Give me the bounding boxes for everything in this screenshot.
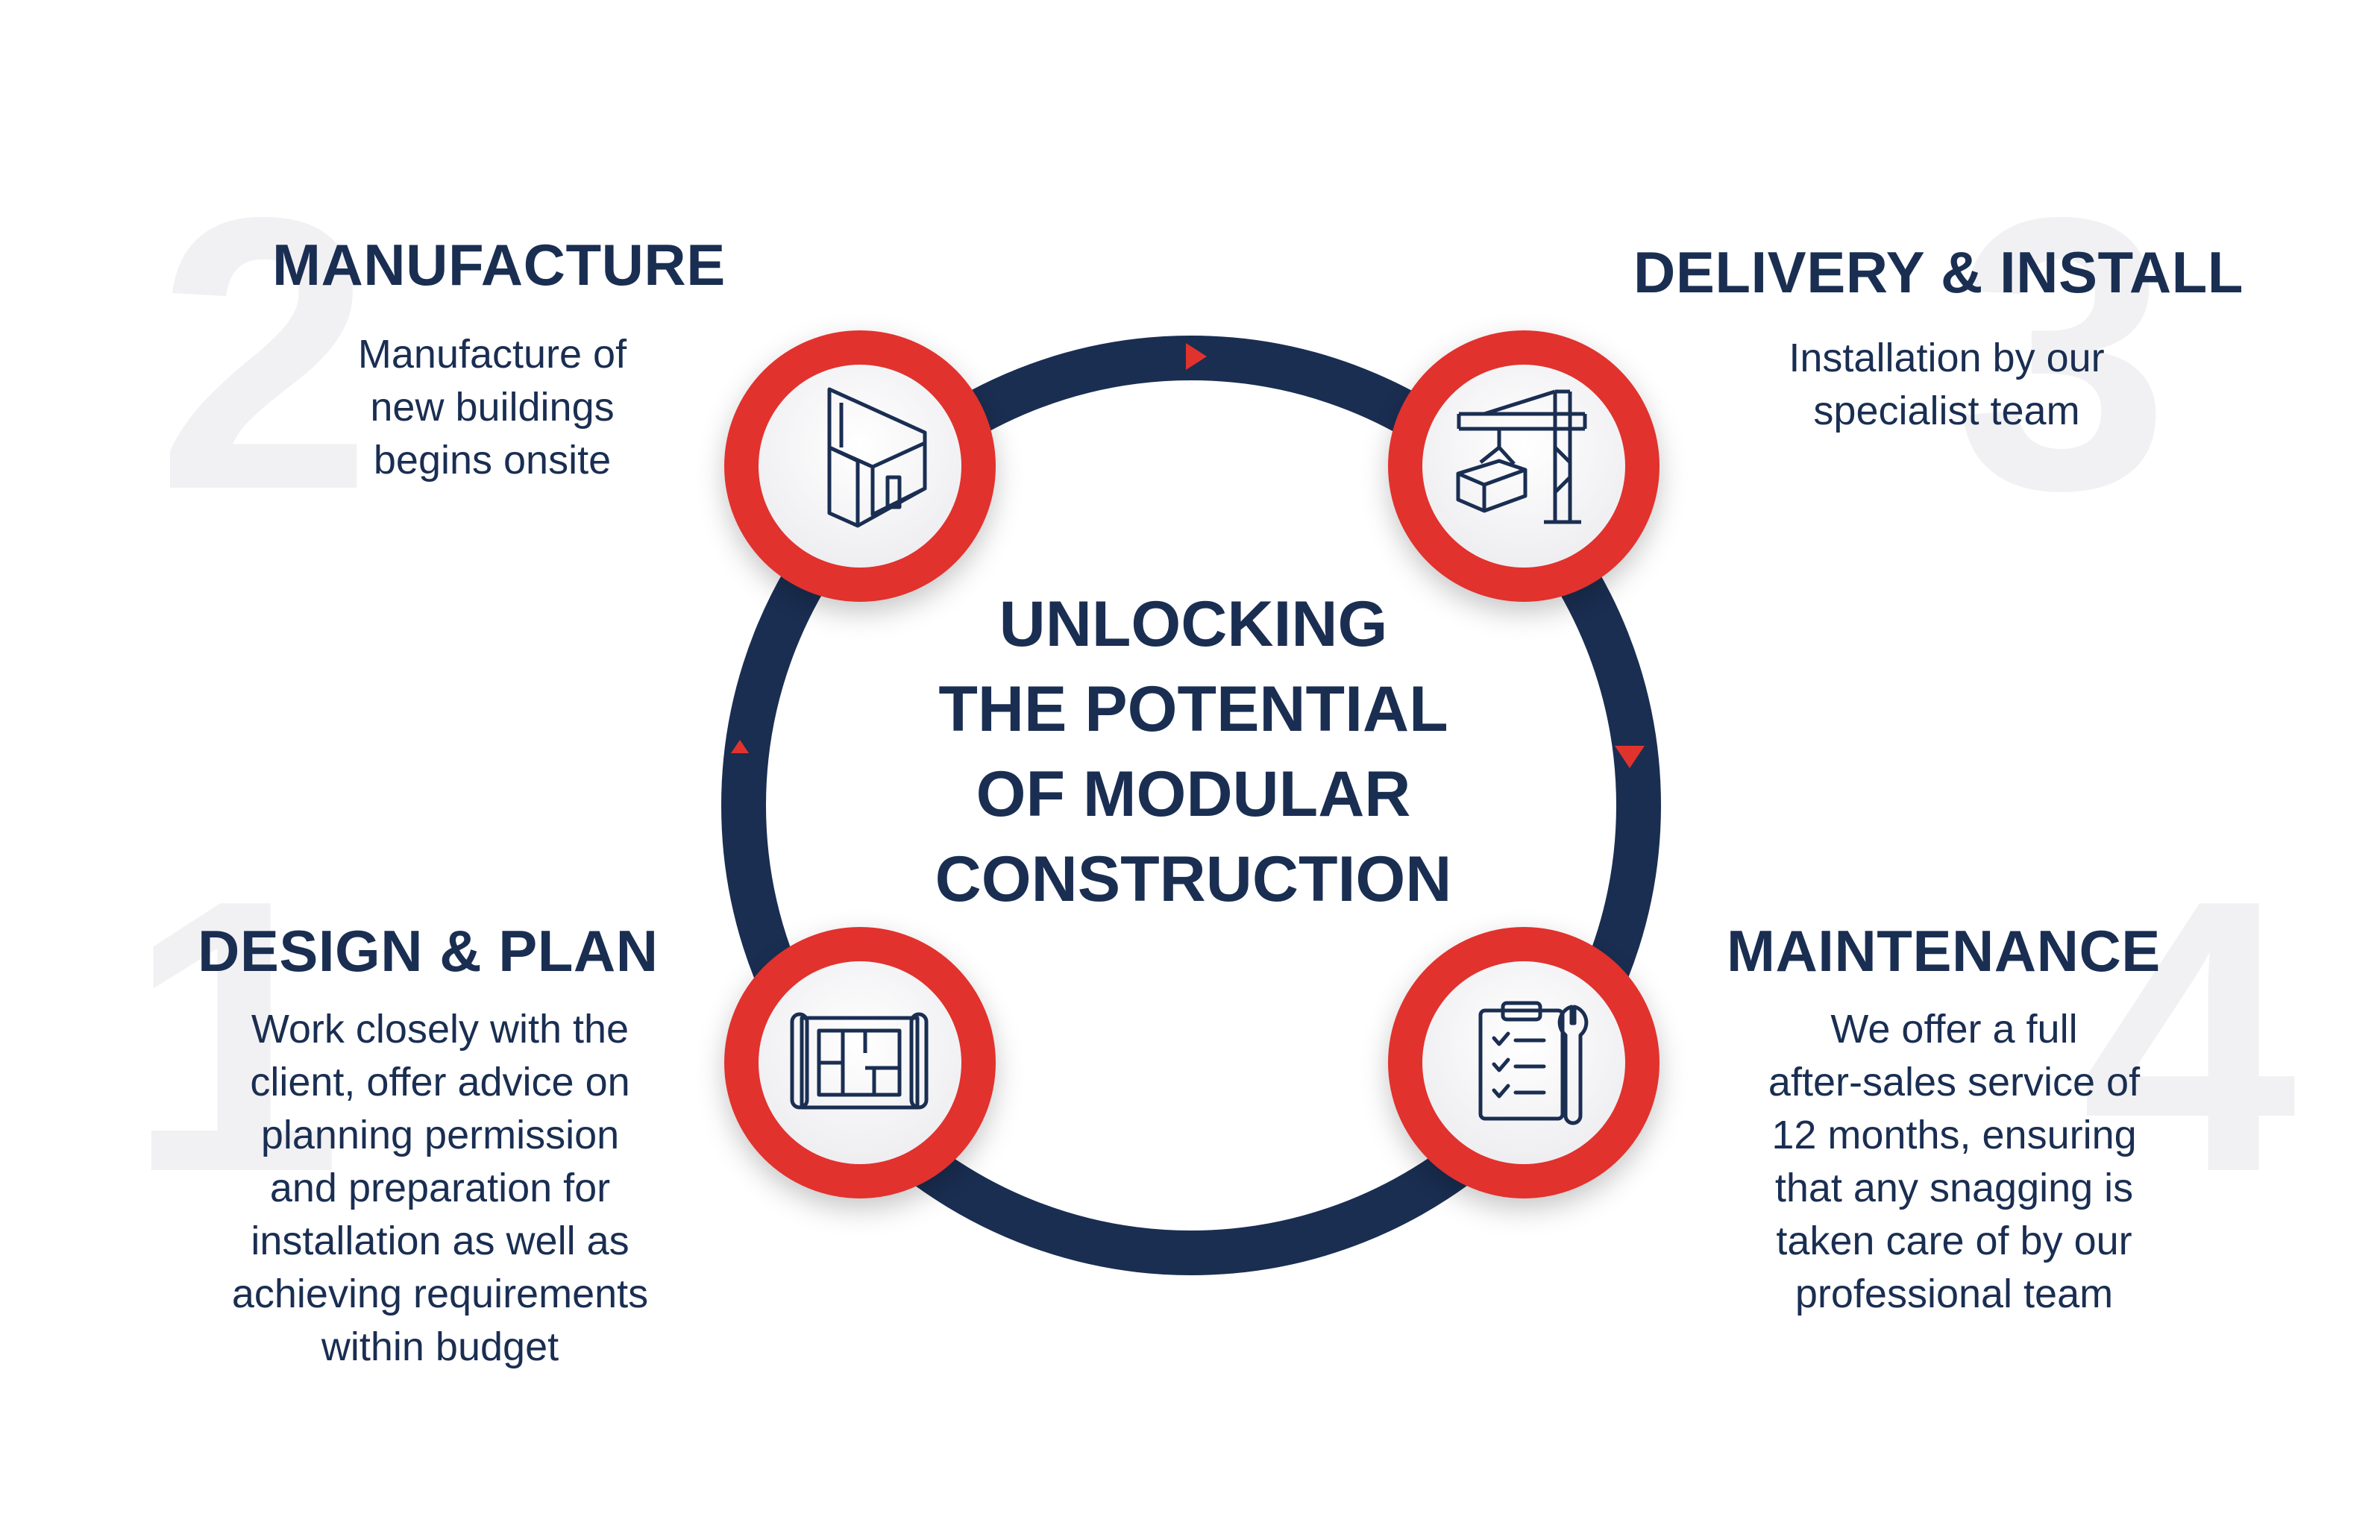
step-description-manufacture: Manufacture of new buildings begins onsi… [298,328,686,487]
node-maintenance [1388,927,1660,1198]
step-title-design: DESIGN & PLAN [198,918,659,984]
description-line: installation as well as [251,1219,629,1263]
center-title-line: OF MODULAR [976,758,1411,830]
description-line: begins onsite [373,438,612,483]
description-line: that any snagging is [1774,1166,2134,1210]
description-line: specialist team [1813,389,2080,433]
step-description-maintenance: We offer a full after-sales service of 1… [1678,1003,2230,1321]
step-number-4: 4 [2081,820,2297,1253]
description-line: 12 months, ensuring [1771,1113,2137,1157]
description-line: Installation by our [1789,336,2105,380]
arrow-left [731,740,749,753]
arrow-top [1186,343,1207,370]
description-line: client, offer advice on [250,1060,630,1104]
step-title-manufacture: MANUFACTURE [272,232,726,298]
description-line: achieving requirements [231,1272,649,1316]
description-line: Work closely with the [251,1007,629,1052]
step-title-maintenance: MAINTENANCE [1727,918,2161,984]
step-number-1: 1 [127,820,343,1253]
crane-icon [1456,389,1587,524]
description-line: new buildings [370,385,615,430]
step-description-design: Work closely with the client, offer advi… [157,1003,723,1374]
arrow-right [1615,746,1645,768]
checklist-wrench-icon [1478,1001,1589,1125]
description-line: taken care of by our [1776,1219,2132,1263]
center-title: UNLOCKING THE POTENTIAL OF MODULAR CONST… [873,582,1514,922]
center-title-line: THE POTENTIAL [938,673,1448,745]
node-delivery [1388,330,1660,602]
description-line: after-sales service of [1768,1060,2141,1104]
description-line: within budget [321,1324,559,1369]
description-line: We offer a full [1830,1007,2078,1052]
step-title-delivery: DELIVERY & INSTALL [1633,239,2244,305]
description-line: and preparation for [269,1166,611,1210]
modular-building-icon [827,387,927,528]
description-line: planning permission [260,1113,620,1157]
step-number-2: 2 [157,137,373,571]
step-description-delivery: Installation by our specialist team [1663,332,2230,438]
node-manufacture [724,330,996,602]
center-title-line: UNLOCKING [999,588,1388,660]
description-line: professional team [1795,1272,2114,1316]
center-title-line: CONSTRUCTION [935,843,1452,915]
step-number-3: 3 [1954,137,2170,571]
description-line: Manufacture of [357,332,627,377]
node-design [724,927,996,1198]
blueprint-icon [790,1012,929,1110]
